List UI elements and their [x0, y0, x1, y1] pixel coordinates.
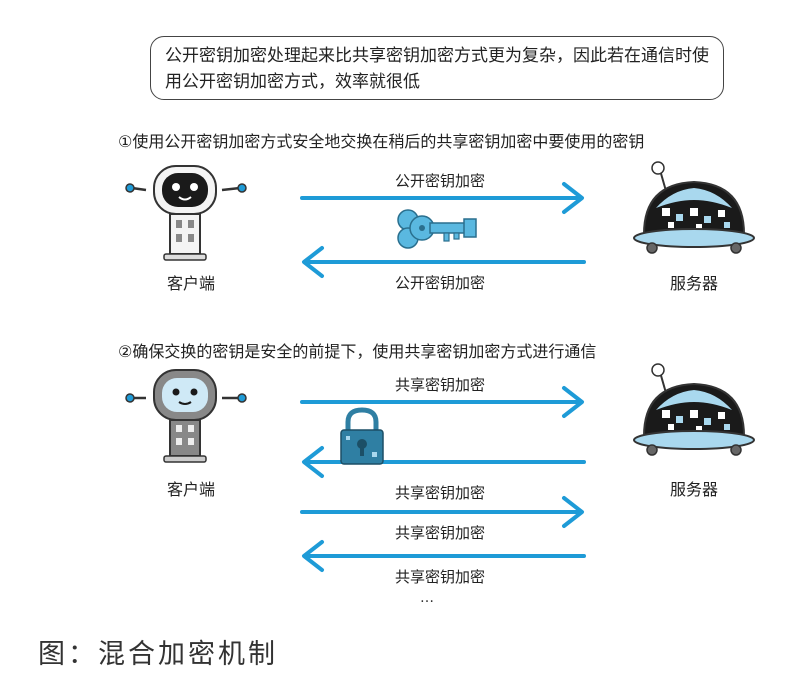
arrow-left: [302, 540, 586, 572]
lock-icon: [340, 407, 384, 465]
arrow-right: [300, 182, 584, 214]
arrow-label: 共享密钥加密: [394, 376, 485, 394]
step2-title: ②确保交换的密钥是安全的前提下，使用共享密钥加密方式进行通信: [118, 342, 597, 361]
arrow-label: 共享密钥加密: [394, 568, 485, 586]
client-label: 客户端: [166, 274, 215, 293]
client-label: 客户端: [166, 480, 215, 499]
client-robot-icon: [125, 369, 247, 463]
figure-caption: 图：混合加密机制: [38, 639, 278, 670]
arrows-step1: [300, 182, 586, 278]
key-icon: [397, 209, 477, 249]
ellipsis: …: [420, 590, 434, 606]
note-box: 公开密钥加密处理起来比共享密钥加密方式更为复杂，因此若在通信时使用公开密钥加密方…: [150, 36, 724, 100]
arrow-label: 公开密钥加密: [394, 274, 485, 292]
arrow-label: 共享密钥加密: [394, 524, 485, 542]
arrow-left: [302, 246, 586, 278]
arrow-right: [300, 386, 584, 418]
client-robot-icon: [125, 165, 247, 261]
diagram-panel: [108, 8, 758, 608]
arrow-label: 公开密钥加密: [394, 172, 485, 190]
server-robot-icon: [633, 363, 755, 456]
server-label: 服务器: [669, 480, 718, 499]
step1-title: ①使用公开密钥加密方式安全地交换在稍后的共享密钥加密中要使用的密钥: [118, 132, 645, 151]
arrow-label: 共享密钥加密: [394, 484, 485, 502]
server-robot-icon: [633, 161, 755, 254]
arrow-right: [300, 496, 584, 528]
server-label: 服务器: [669, 274, 718, 293]
